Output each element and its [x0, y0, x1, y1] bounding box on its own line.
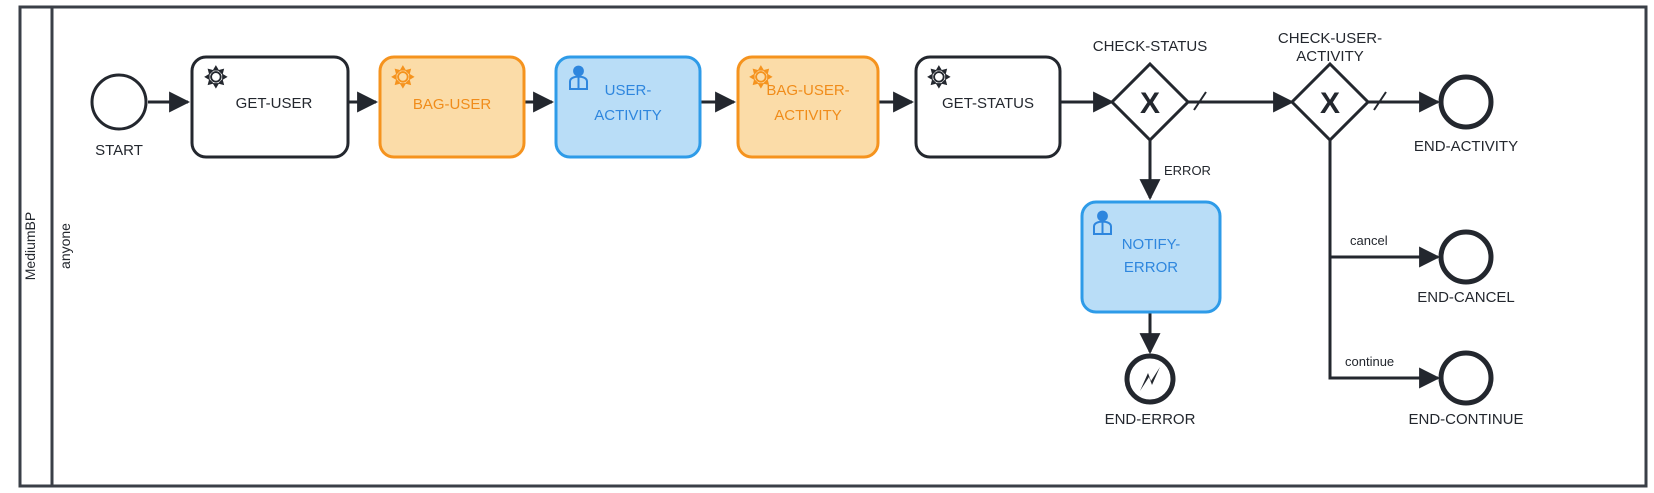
- node-end-error-label: END-ERROR: [1105, 411, 1196, 428]
- sequence-flows: [148, 91, 1441, 389]
- gear-icon: [749, 65, 773, 89]
- node-end-continue[interactable]: [1438, 350, 1494, 406]
- node-check-user-activity-label-line1: CHECK-USER-: [1278, 30, 1382, 47]
- node-check-user-activity[interactable]: X: [1289, 61, 1371, 143]
- user-icon: [569, 65, 588, 90]
- node-end-activity[interactable]: [1438, 74, 1494, 130]
- node-check-user-activity-symbol: X: [1320, 87, 1340, 120]
- node-notify-error[interactable]: NOTIFY- ERROR: [1080, 200, 1222, 314]
- flow-label-cancel: cancel: [1350, 233, 1388, 248]
- node-end-continue-label: END-CONTINUE: [1409, 411, 1524, 428]
- node-check-status[interactable]: X: [1109, 61, 1191, 143]
- node-get-user[interactable]: GET-USER: [190, 55, 350, 159]
- node-start[interactable]: [90, 73, 148, 131]
- node-end-error[interactable]: [1124, 353, 1176, 405]
- node-get-user-label: GET-USER: [236, 95, 313, 112]
- flow-label-continue: continue: [1345, 354, 1394, 369]
- node-end-cancel-label: END-CANCEL: [1417, 289, 1515, 306]
- default-flow-marker-check-user-activity: [1373, 91, 1387, 111]
- node-bag-user-activity-label-line2: ACTIVITY: [774, 107, 842, 124]
- node-notify-error-label-line1: NOTIFY-: [1122, 236, 1181, 253]
- node-user-activity-label-line1: USER-: [605, 82, 652, 99]
- node-check-status-symbol: X: [1140, 87, 1160, 120]
- flow-label-error: ERROR: [1164, 163, 1211, 178]
- node-start-label: START: [95, 142, 143, 159]
- node-bag-user-activity[interactable]: BAG-USER- ACTIVITY: [736, 55, 880, 159]
- node-bag-user-activity-label-line1: BAG-USER-: [766, 82, 849, 99]
- lane-label: anyone: [57, 223, 73, 269]
- pool-label: MediumBP: [22, 212, 38, 280]
- gear-icon: [927, 65, 951, 89]
- flow-check-user-activity-to-end-continue: [1328, 140, 1441, 389]
- node-get-status[interactable]: GET-STATUS: [914, 55, 1062, 159]
- node-check-status-label: CHECK-STATUS: [1093, 38, 1207, 55]
- gear-icon: [204, 65, 228, 89]
- node-user-activity[interactable]: USER- ACTIVITY: [554, 55, 702, 159]
- node-get-status-label: GET-STATUS: [942, 95, 1034, 112]
- gear-icon: [391, 65, 415, 89]
- default-flow-marker-check-status: [1193, 91, 1207, 111]
- node-end-cancel[interactable]: [1438, 229, 1494, 285]
- node-bag-user[interactable]: BAG-USER: [378, 55, 526, 159]
- node-end-activity-label: END-ACTIVITY: [1414, 138, 1518, 155]
- node-bag-user-label: BAG-USER: [413, 96, 492, 113]
- node-check-user-activity-label-line2: ACTIVITY: [1296, 48, 1364, 65]
- user-icon: [1093, 210, 1112, 235]
- node-user-activity-label-line2: ACTIVITY: [594, 107, 662, 124]
- node-notify-error-label-line2: ERROR: [1124, 259, 1178, 276]
